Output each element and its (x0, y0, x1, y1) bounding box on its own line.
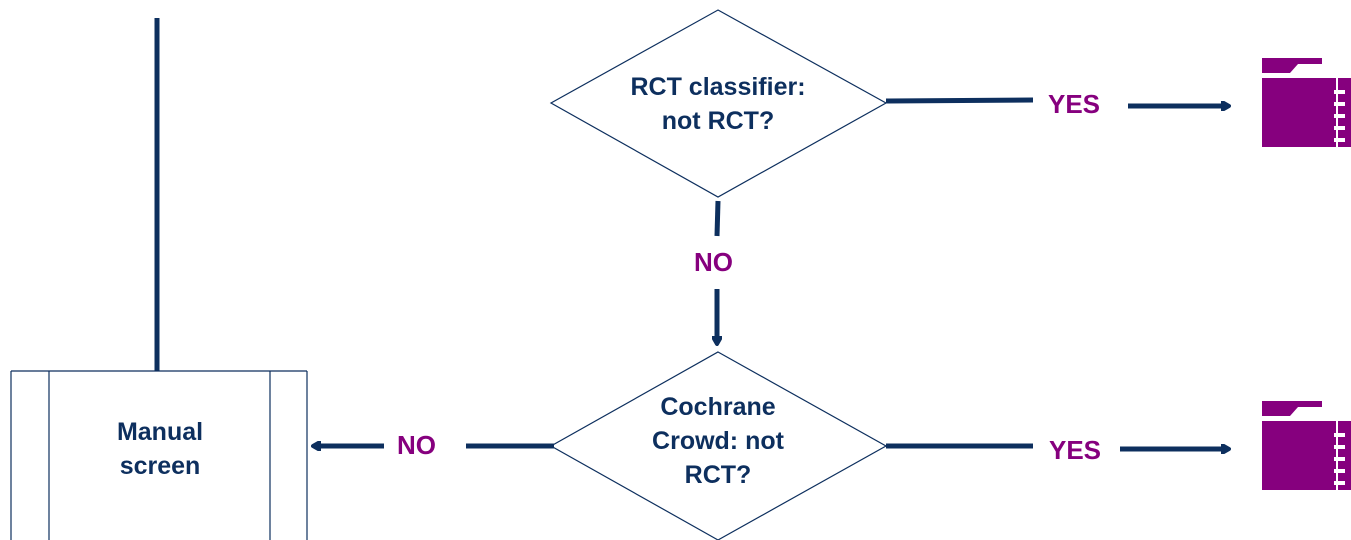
edge-label-crowd-yes: YES (1049, 435, 1102, 465)
decision-cochrane-crowd-label: Cochrane Crowd: not RCT? (652, 393, 784, 489)
edge-rct-yes-line (885, 97, 1034, 104)
edge-label-rct-yes: YES (1048, 89, 1101, 119)
edge-rct-no-line (714, 200, 721, 237)
folder-document-icon (1262, 58, 1351, 147)
decision-diamond-rct-classifier (549, 9, 888, 198)
edge-label-crowd-no: NO (397, 430, 436, 460)
edge-label-rct-no: NO (694, 247, 733, 277)
decision-rct-classifier-label: RCT classifier: not RCT? (630, 73, 806, 135)
decision-diamond-cochrane-crowd (549, 351, 888, 540)
process-box-manual-screen (10, 370, 308, 540)
folder-document-icon (1262, 401, 1351, 490)
manual-screen-label: Manual screen (116, 418, 204, 480)
